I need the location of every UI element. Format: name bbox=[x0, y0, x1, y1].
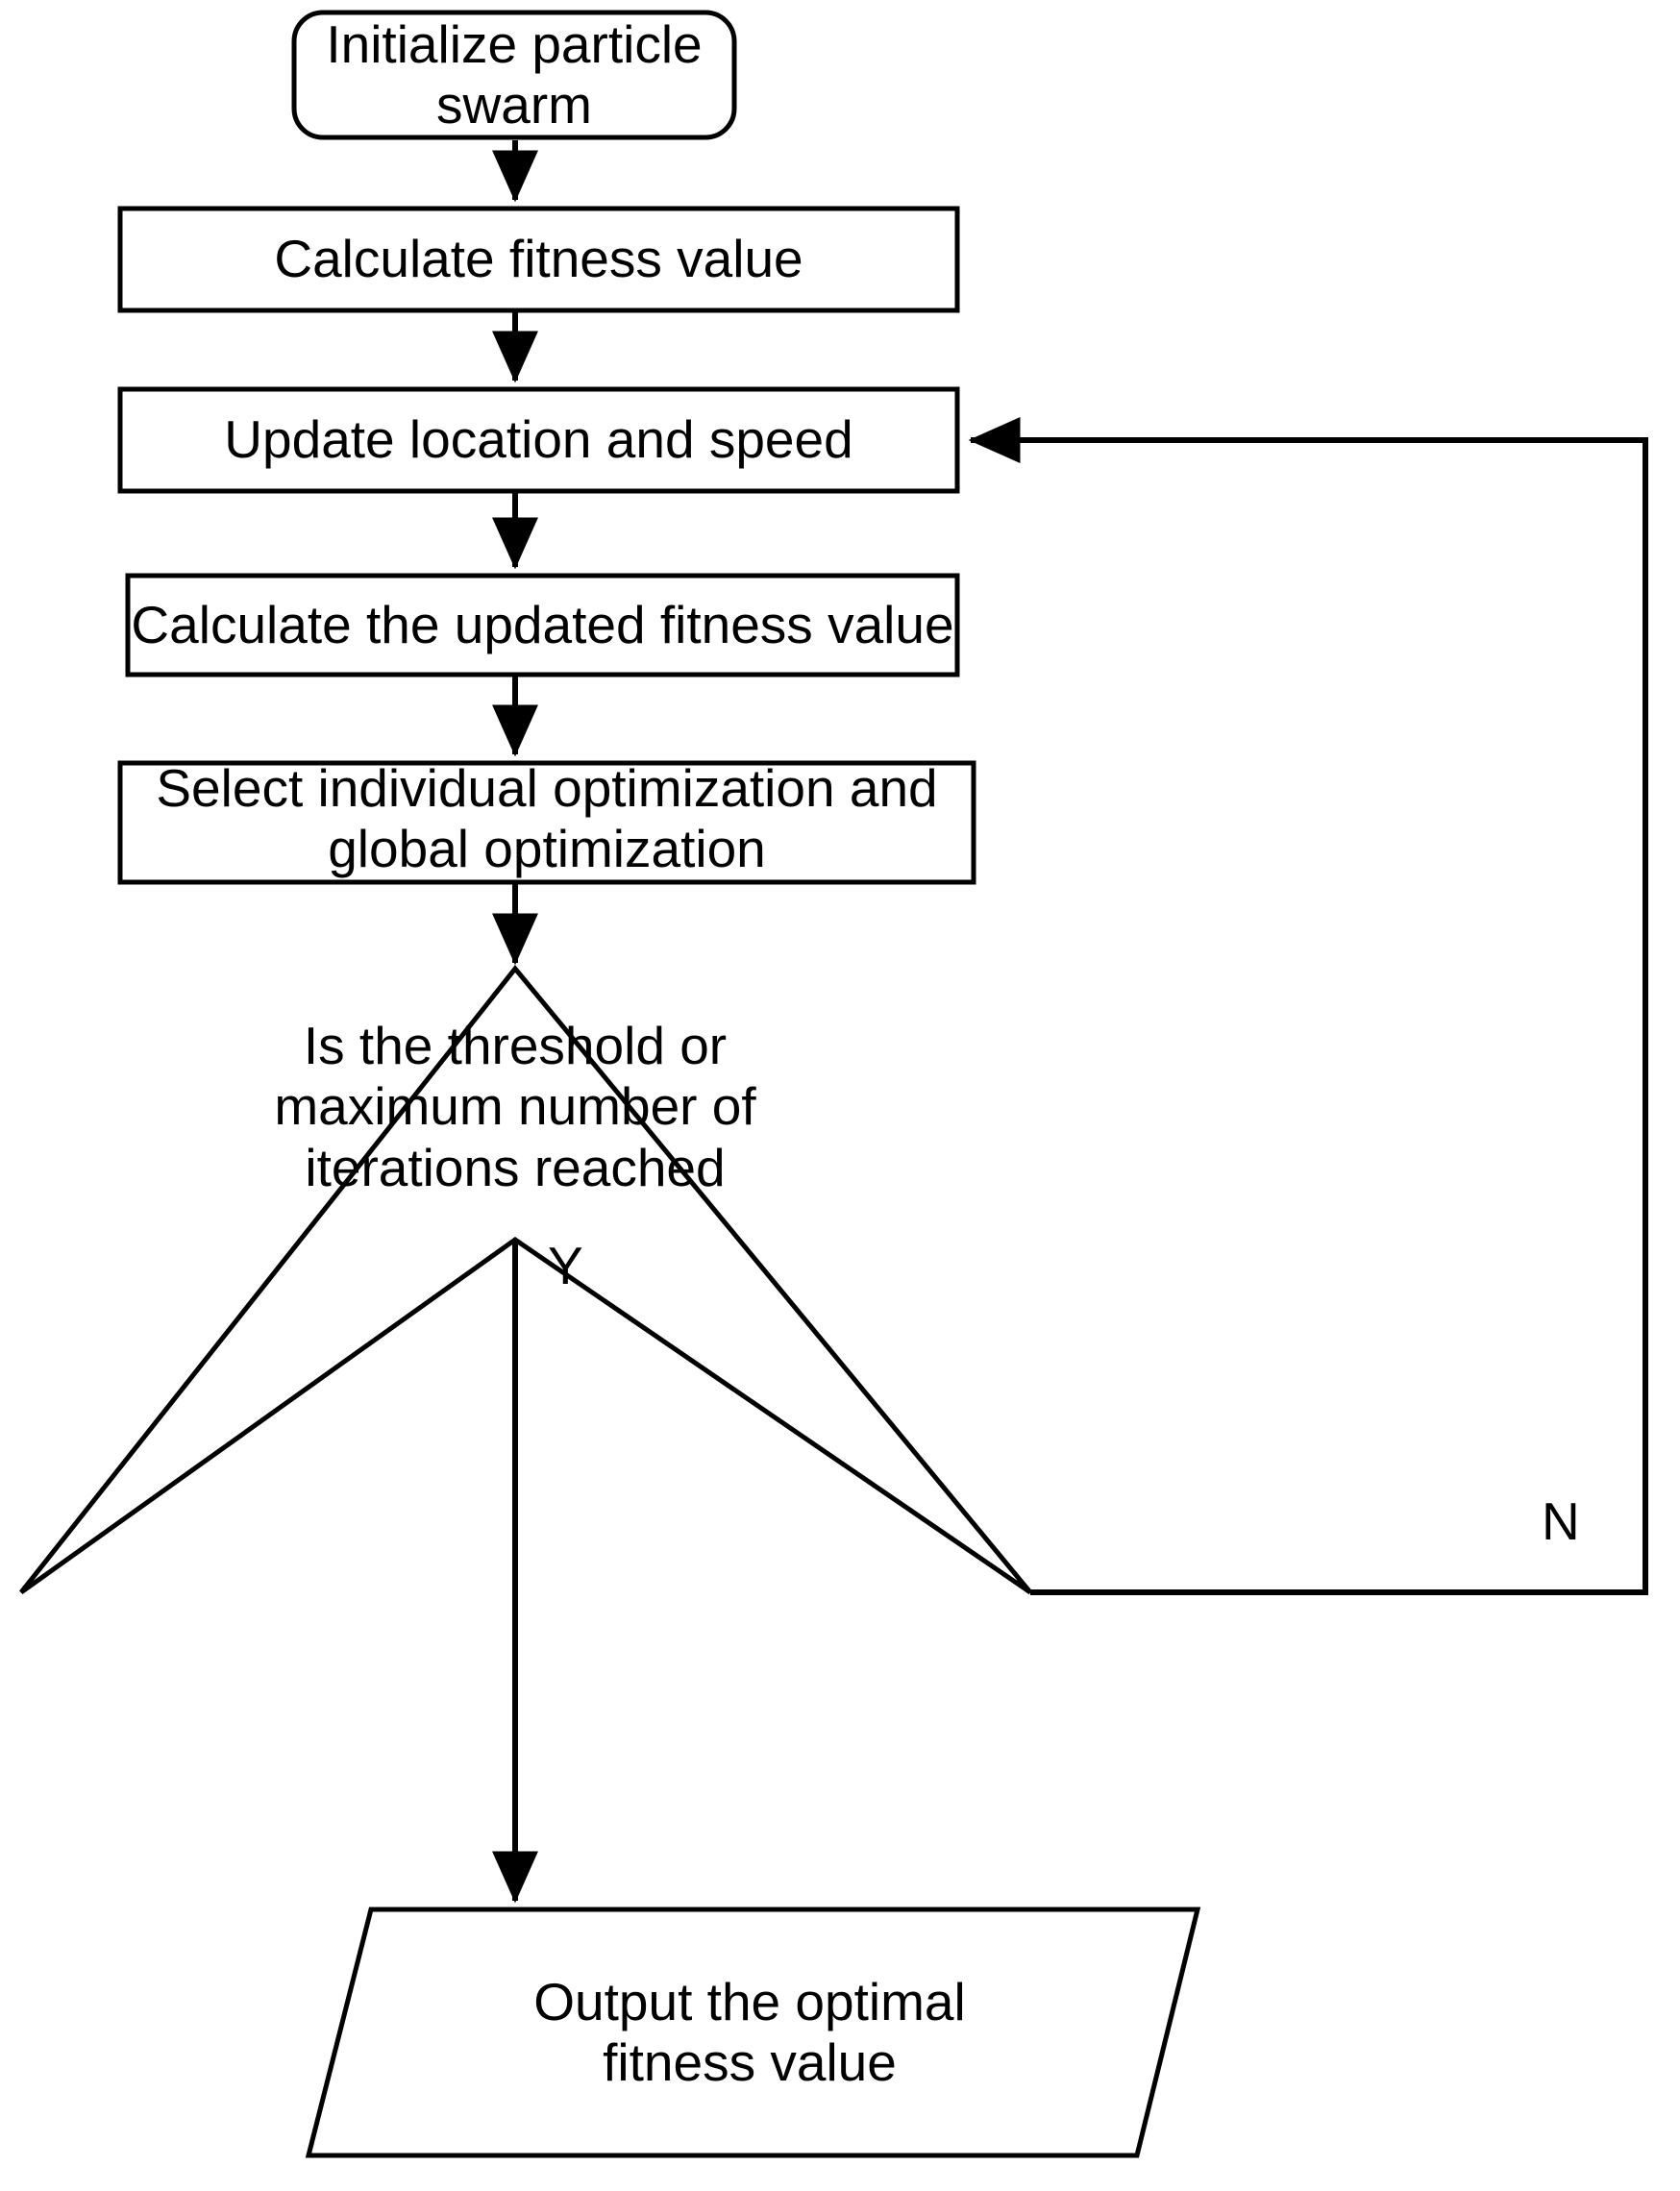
node-calculate-updated-fitness-shape[interactable] bbox=[125, 573, 960, 677]
node-output-optimal-shape[interactable] bbox=[305, 1907, 1201, 2158]
node-initialize-shape[interactable] bbox=[291, 10, 737, 140]
edge-label-no: N bbox=[1542, 1491, 1580, 1551]
node-decision-threshold-outline[interactable] bbox=[19, 965, 1032, 1595]
edge-decision-to-update-loop bbox=[968, 417, 1648, 1595]
node-select-optimization-shape[interactable] bbox=[117, 760, 976, 885]
node-calculate-fitness-shape[interactable] bbox=[117, 206, 960, 313]
node-update-location-speed-shape[interactable] bbox=[117, 386, 960, 494]
edge-label-yes: Y bbox=[548, 1236, 583, 1295]
